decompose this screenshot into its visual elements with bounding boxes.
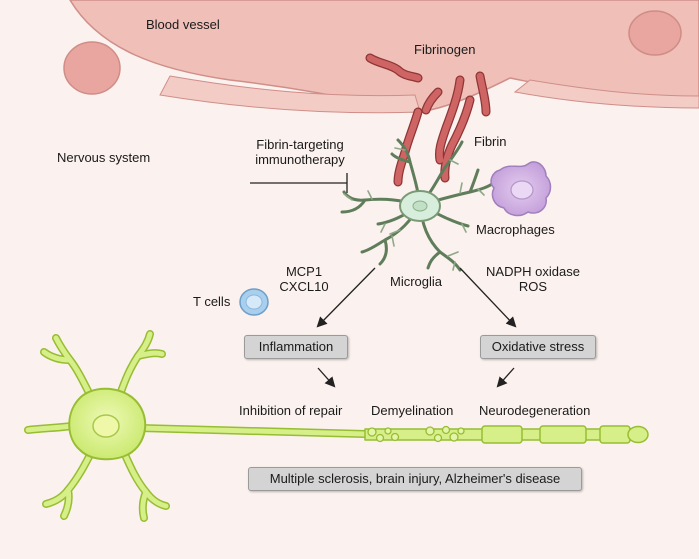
cxcl10-label: CXCL10 bbox=[279, 279, 329, 294]
inflammation-box: Inflammation bbox=[244, 335, 348, 359]
nervous-system-label: Nervous system bbox=[57, 150, 151, 165]
neuron bbox=[24, 330, 649, 522]
demyelination-label: Demyelination bbox=[371, 403, 454, 418]
vessel-cell-nucleus-right bbox=[628, 10, 682, 56]
immunotherapy-label: Fibrin-targeting immunotherapy bbox=[240, 137, 360, 167]
oxidative-stress-box: Oxidative stress bbox=[480, 335, 596, 359]
arrow-to-inflammation bbox=[316, 267, 376, 328]
neurodegeneration-label: Neurodegeneration bbox=[479, 403, 591, 418]
ros-label: ROS bbox=[518, 279, 548, 294]
diseases-box: Multiple sclerosis, brain injury, Alzhei… bbox=[248, 467, 582, 491]
immunotherapy-label-line2: immunotherapy bbox=[255, 152, 345, 167]
vessel-cell-nucleus-left bbox=[63, 41, 121, 95]
arrow-to-inhibition bbox=[317, 367, 336, 388]
t-cell bbox=[239, 288, 269, 316]
fibrin-label: Fibrin bbox=[474, 134, 507, 149]
nadph-ros-label: NADPH oxidase ROS bbox=[478, 264, 588, 294]
macrophage-cell bbox=[490, 161, 552, 217]
microglia-cell bbox=[340, 138, 494, 272]
arrow-to-oxidative-stress bbox=[459, 267, 517, 328]
blood-vessel bbox=[63, 0, 699, 114]
chemokines-label: MCP1 CXCL10 bbox=[266, 264, 342, 294]
mcp1-label: MCP1 bbox=[285, 264, 323, 279]
pathway-arrows bbox=[316, 267, 517, 388]
arrow-to-neurodegeneration bbox=[496, 367, 515, 388]
blood-vessel-label: Blood vessel bbox=[146, 17, 220, 32]
t-cells-label: T cells bbox=[193, 294, 231, 309]
macrophages-label: Macrophages bbox=[476, 222, 555, 237]
inhibition-of-repair-label: Inhibition of repair bbox=[239, 403, 343, 418]
inhibition-line bbox=[250, 173, 348, 193]
microglia-label: Microglia bbox=[390, 274, 443, 289]
immunotherapy-label-line1: Fibrin-targeting bbox=[256, 137, 344, 152]
fibrinogen-label: Fibrinogen bbox=[414, 42, 476, 57]
nadph-label: NADPH oxidase bbox=[486, 264, 580, 279]
